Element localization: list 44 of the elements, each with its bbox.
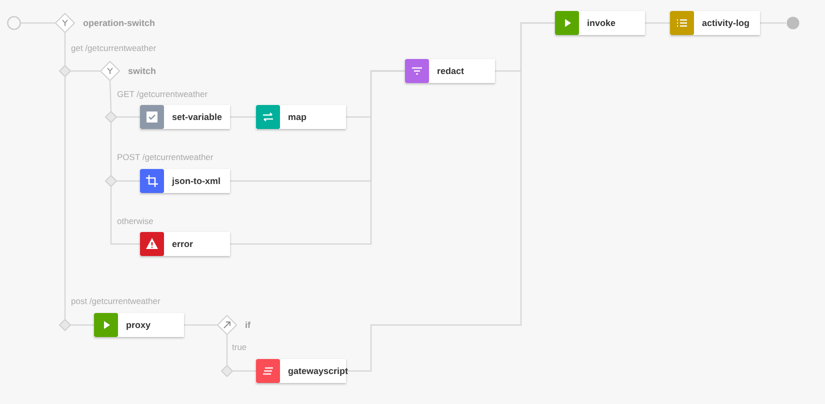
- connector-line: [71, 70, 100, 72]
- policy-name: invoke: [587, 18, 616, 28]
- edge-label: post /getcurrentweather: [70, 296, 162, 306]
- connector-line: [760, 22, 786, 24]
- edge-label: otherwise: [116, 216, 154, 226]
- policy-card: [256, 359, 346, 383]
- policy-card: [256, 105, 346, 129]
- step-label: operation-switch: [83, 18, 156, 28]
- policy-name: error: [172, 239, 194, 249]
- step-label: switch: [128, 66, 156, 76]
- edge-label: POST /getcurrentweather: [116, 152, 214, 162]
- edge-label: GET /getcurrentweather: [116, 89, 209, 99]
- connector-line: [117, 180, 140, 182]
- policy-card: [140, 169, 230, 193]
- policy-card: [405, 59, 495, 83]
- connector-line: [71, 324, 94, 326]
- connector-line: [226, 335, 228, 365]
- policy-card: [94, 313, 184, 337]
- connector-line: [110, 187, 140, 245]
- connector-line: [645, 22, 670, 24]
- step-label: if: [245, 320, 250, 330]
- policy-card: [670, 11, 760, 35]
- connector-line: [21, 22, 55, 24]
- policy-card: [555, 11, 645, 35]
- policy-name: proxy: [126, 320, 151, 330]
- policy-name: gatewayscript: [288, 366, 348, 376]
- policy-name: set-variable: [172, 112, 222, 122]
- connector-line: [64, 77, 66, 319]
- connector-line: [495, 22, 555, 72]
- connector-line: [64, 33, 66, 65]
- connector-line: [184, 324, 217, 326]
- policy-name: activity-log: [702, 18, 750, 28]
- edge-label: get /getcurrentweather: [70, 43, 158, 53]
- policy-name: redact: [437, 66, 464, 76]
- policy-card: [140, 105, 230, 129]
- connector-line: [117, 116, 140, 118]
- policy-name: map: [288, 112, 307, 122]
- connector-line: [233, 370, 256, 372]
- edge-label: true: [231, 342, 248, 352]
- policy-card: [140, 232, 230, 256]
- policy-name: json-to-xml: [172, 176, 220, 186]
- connector-line: [109, 80, 112, 112]
- connector-line: [110, 123, 112, 175]
- connector-line: [230, 116, 256, 118]
